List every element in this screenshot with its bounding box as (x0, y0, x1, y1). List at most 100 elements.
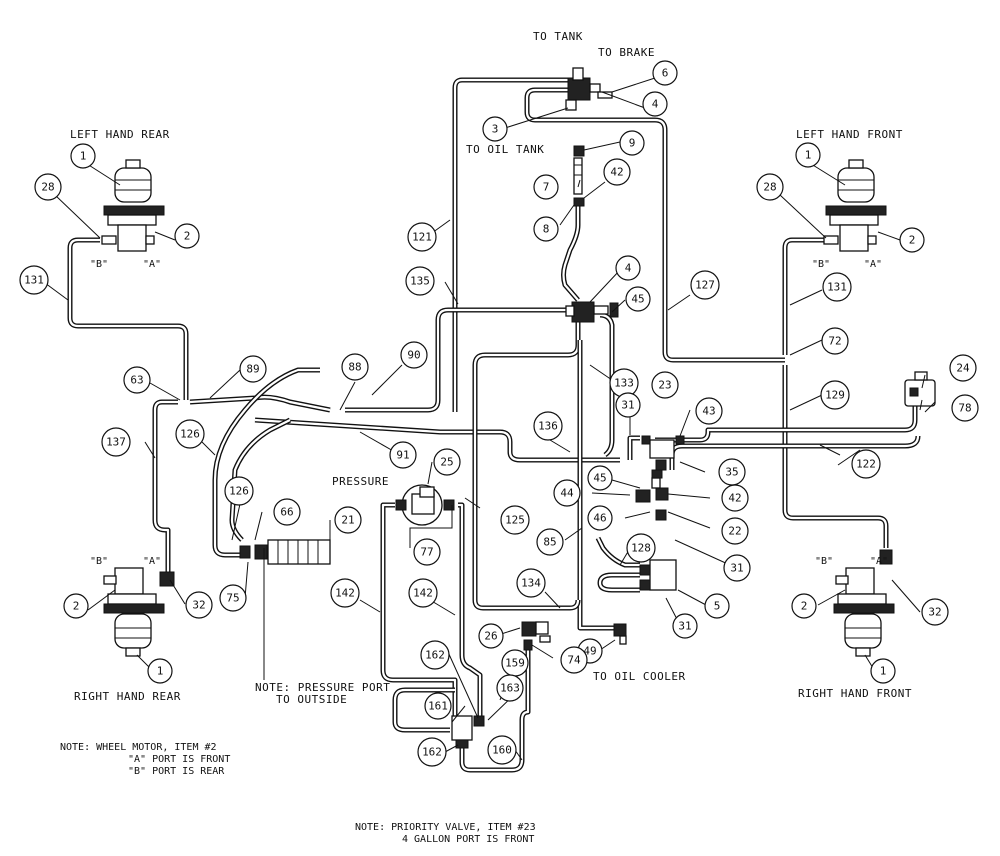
callout-28-lhf: 28 (756, 173, 784, 201)
callout-90: 90 (400, 341, 428, 369)
svg-text:121: 121 (412, 231, 432, 244)
hose-134 (520, 599, 581, 611)
priority-valve-23 (641, 435, 685, 471)
callout-163: 163 (496, 674, 524, 702)
svg-text:4: 4 (652, 98, 659, 111)
svg-text:162: 162 (425, 649, 445, 662)
callout-5: 5 (704, 593, 730, 619)
note-wheel-motor-line1: NOTE: WHEEL MOTOR, ITEM #2 (60, 742, 217, 753)
svg-text:125: 125 (505, 514, 525, 527)
callout-45-center: 45 (625, 286, 651, 312)
svg-text:21: 21 (341, 514, 354, 527)
svg-text:32: 32 (192, 599, 205, 612)
svg-text:88: 88 (348, 361, 361, 374)
svg-text:31: 31 (621, 399, 634, 412)
svg-text:46: 46 (593, 512, 606, 525)
callout-126-lower: 126 (224, 476, 254, 506)
callout-46: 46 (587, 505, 613, 531)
leader-lines (44, 77, 936, 761)
svg-text:8: 8 (543, 223, 550, 236)
svg-text:90: 90 (407, 349, 420, 362)
svg-text:162: 162 (422, 746, 442, 759)
wheel-motor-left-front (823, 159, 887, 252)
oil-cooler-fitting-49 (613, 623, 627, 645)
callout-127: 127 (690, 270, 720, 300)
port-b-rhr: "B" (90, 556, 108, 567)
callout-125: 125 (500, 505, 530, 535)
callout-4-top: 4 (642, 91, 668, 117)
svg-text:28: 28 (763, 181, 776, 194)
callout-85: 85 (536, 528, 564, 556)
svg-text:28: 28 (41, 181, 54, 194)
callout-7: 7 (533, 174, 559, 200)
callout-31-lower: 31 (672, 613, 698, 639)
svg-text:131: 131 (24, 274, 44, 287)
lower-valve-161 (451, 715, 485, 749)
note-wheel-motor-line2: "A" PORT IS FRONT (128, 754, 230, 765)
top-valve-block (565, 67, 613, 111)
callout-162-lower: 162 (417, 737, 447, 767)
callout-135: 135 (405, 266, 435, 296)
callout-35: 35 (718, 458, 746, 486)
svg-text:74: 74 (567, 654, 581, 667)
oil-tank-fitting (573, 145, 585, 207)
label-right-hand-rear: RIGHT HAND REAR (74, 690, 181, 703)
label-pressure: PRESSURE (332, 475, 389, 488)
svg-text:45: 45 (593, 472, 606, 485)
svg-text:25: 25 (440, 456, 453, 469)
callout-32-rhr: 32 (185, 591, 213, 619)
note-priority-line2: 4 GALLON PORT IS FRONT (402, 834, 534, 845)
svg-text:134: 134 (521, 577, 541, 590)
port-a-rhr: "A" (143, 556, 161, 567)
oil-cooler-5 (639, 559, 677, 591)
callout-1-rhr: 1 (147, 658, 173, 684)
hose-128 (597, 572, 640, 593)
callout-136: 136 (533, 411, 563, 441)
wheel-motor-right-front (833, 549, 895, 657)
svg-text:163: 163 (500, 682, 520, 695)
svg-text:22: 22 (728, 525, 741, 538)
callout-22: 22 (721, 517, 749, 545)
pressure-gauge-25 (395, 484, 455, 526)
svg-text:24: 24 (956, 362, 970, 375)
callout-122: 122 (851, 449, 881, 479)
item-24-unit (904, 371, 936, 407)
callout-161: 161 (424, 692, 452, 720)
svg-text:45: 45 (631, 293, 644, 306)
callout-142-left: 142 (330, 578, 360, 608)
svg-text:142: 142 (413, 587, 433, 600)
label-to-oil-cooler: TO OIL COOLER (593, 670, 686, 683)
hose-137 (152, 399, 178, 575)
svg-text:23: 23 (658, 379, 671, 392)
callout-66: 66 (273, 498, 301, 526)
note-wheel-motor-line3: "B" PORT IS REAR (128, 766, 225, 777)
callout-6: 6 (652, 60, 678, 86)
svg-text:89: 89 (246, 363, 259, 376)
hose-127 (524, 87, 785, 363)
callout-88: 88 (341, 353, 369, 381)
svg-text:77: 77 (420, 546, 433, 559)
svg-text:160: 160 (492, 744, 512, 757)
callout-2-lhf: 2 (899, 227, 925, 253)
callout-9: 9 (619, 130, 645, 156)
callout-137: 137 (101, 427, 131, 457)
callout-8: 8 (533, 216, 559, 242)
callout-31-mid: 31 (723, 554, 751, 582)
port-a-lhf: "A" (864, 259, 882, 270)
wheel-motor-right-rear (103, 567, 175, 657)
callout-26: 26 (478, 623, 504, 649)
svg-text:26: 26 (484, 630, 497, 643)
callout-159: 159 (501, 649, 529, 677)
svg-text:2: 2 (909, 234, 916, 247)
note-pressure-port-line1: NOTE: PRESSURE PORT (255, 681, 390, 694)
note-pressure-port-line2: TO OUTSIDE (276, 693, 347, 706)
svg-text:66: 66 (280, 506, 293, 519)
callout-160: 160 (487, 735, 517, 765)
callout-42-lower: 42 (721, 484, 749, 512)
svg-text:1: 1 (80, 150, 87, 163)
callout-1-lhf: 1 (795, 142, 821, 168)
callout-31-upper: 31 (615, 392, 641, 418)
port-a-rhf: "A" (870, 556, 888, 567)
hose-135 (345, 307, 575, 413)
